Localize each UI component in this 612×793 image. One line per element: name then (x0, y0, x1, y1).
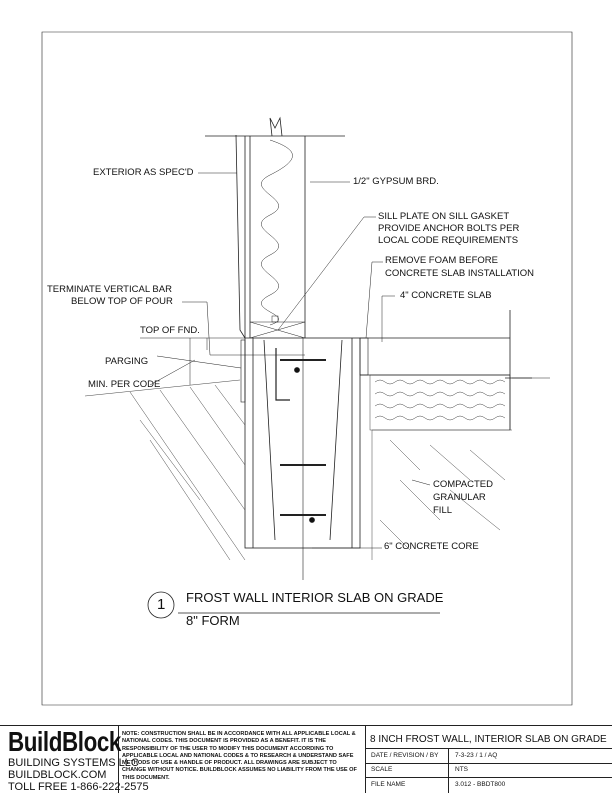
disclaimer-note: NOTE: CONSTRUCTION SHALL BE IN ACCORDANC… (122, 731, 357, 781)
title-block: BuildBlock BUILDING SYSTEMS LLC BUILDBLO… (0, 725, 612, 793)
label-fill-3: FILL (433, 505, 453, 516)
sheet-border (41, 31, 573, 706)
label-terminate-2: BELOW TOP OF POUR (71, 296, 173, 307)
foam-strip (359, 337, 369, 376)
date-label: DATE / REVISION / BY (371, 752, 439, 759)
divider (365, 763, 612, 764)
date-value: 7-3-23 / 1 / AQ (455, 752, 498, 759)
stud-wall (205, 116, 345, 339)
leader-lines (140, 172, 550, 549)
detail-title: FROST WALL INTERIOR SLAB ON GRADE (186, 590, 444, 605)
file-value: 3.012 - BBDT800 (455, 781, 506, 788)
label-parging: PARGING (105, 356, 149, 367)
insulation (261, 139, 293, 326)
label-foam-2: CONCRETE SLAB INSTALLATION (385, 268, 535, 279)
label-top-of-fnd: TOP OF FND. (140, 325, 200, 336)
detail-subtitle: 8" FORM (186, 613, 240, 628)
divider (365, 726, 366, 793)
label-foam-1: REMOVE FOAM BEFORE (385, 255, 498, 266)
parging (240, 339, 246, 403)
detail-number-circle (147, 591, 175, 619)
phone: TOLL FREE 1-866-222-2575 (8, 781, 149, 793)
divider (118, 726, 119, 793)
website: BUILDBLOCK.COM (8, 769, 107, 781)
scale-label: SCALE (371, 766, 393, 773)
label-min-per-code: MIN. PER CODE (88, 379, 161, 390)
label-gypsum: 1/2" GYPSUM BRD. (353, 176, 439, 187)
buildblock-logo: BuildBlock (8, 726, 121, 757)
frost-wall-form (244, 337, 361, 580)
drawing-title: 8 INCH FROST WALL, INTERIOR SLAB ON GRAD… (370, 734, 607, 745)
detail-number: 1 (157, 596, 166, 613)
section-drawing (41, 31, 573, 706)
label-fill-2: GRANULAR (433, 492, 486, 503)
scale-value: NTS (455, 766, 468, 773)
file-label: FILE NAME (371, 781, 406, 788)
divider (365, 748, 612, 749)
soil-hatch (84, 379, 246, 561)
label-sill-3: LOCAL CODE REQUIREMENTS (378, 235, 519, 246)
concrete-slab (360, 310, 532, 430)
label-sill-2: PROVIDE ANCHOR BOLTS PER (378, 223, 520, 234)
label-exterior: EXTERIOR AS SPEC'D (93, 167, 194, 178)
label-terminate-1: TERMINATE VERTICAL BAR (47, 284, 172, 295)
gravel-fill (369, 374, 511, 431)
label-fill-1: COMPACTED (433, 479, 493, 490)
label-sill-1: SILL PLATE ON SILL GASKET (378, 211, 510, 222)
divider (448, 748, 449, 793)
divider (365, 777, 612, 778)
label-slab: 4" CONCRETE SLAB (400, 290, 492, 301)
company-name: BUILDING SYSTEMS LLC (8, 757, 139, 769)
label-core: 6" CONCRETE CORE (384, 541, 479, 552)
